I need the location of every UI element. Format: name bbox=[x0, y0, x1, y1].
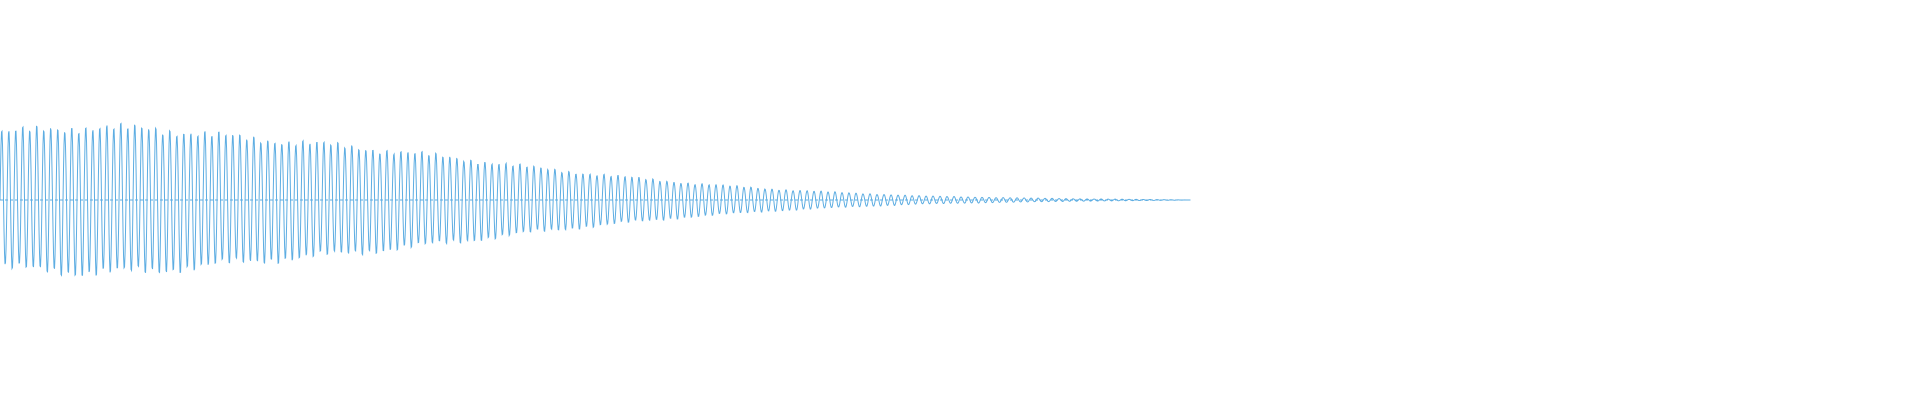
waveform-series-line bbox=[0, 122, 1191, 277]
series-layer bbox=[0, 122, 1191, 277]
